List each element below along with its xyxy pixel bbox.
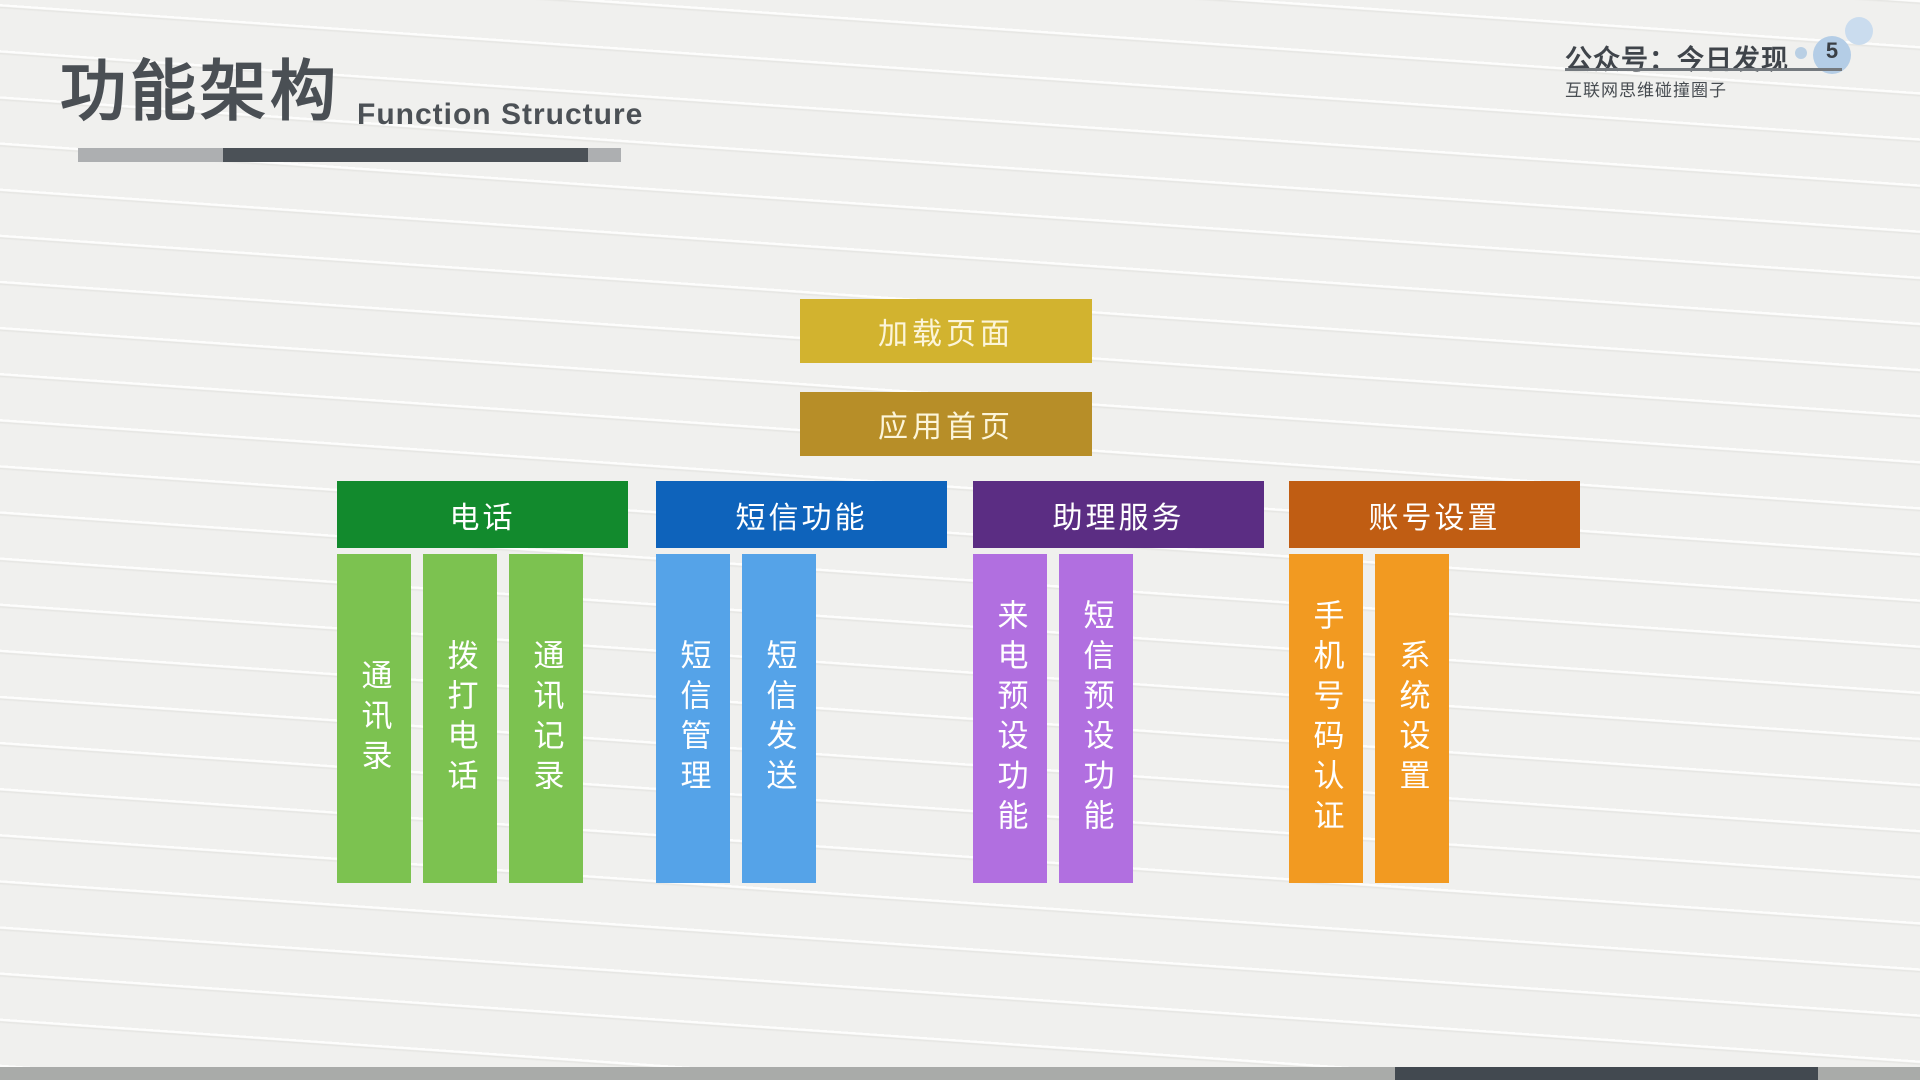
group-item: 手机号码认证	[1289, 554, 1363, 883]
diagram-group-phone: 电话 通讯录 拨打电话 通讯记录	[337, 481, 628, 883]
group-item: 短信发送	[742, 554, 816, 883]
brand-block: 公众号：今日发现 互联网思维碰撞圈子 5	[1540, 0, 1920, 110]
group-item: 系统设置	[1375, 554, 1449, 883]
diagram-group-sms: 短信功能 短信管理 短信发送	[656, 481, 947, 883]
footer-bar	[0, 1067, 1920, 1080]
node-app-home: 应用首页	[800, 392, 1092, 456]
decor-bubble-small-icon	[1795, 47, 1807, 59]
group-item: 通讯记录	[509, 554, 583, 883]
group-header: 助理服务	[973, 481, 1264, 548]
group-item: 通讯录	[337, 554, 411, 883]
brand-underline	[1565, 68, 1842, 71]
brand-tagline: 互联网思维碰撞圈子	[1565, 81, 1727, 100]
diagram-group-account: 账号设置 手机号码认证 系统设置	[1289, 481, 1580, 883]
page-title: 功能架构	[60, 54, 340, 128]
footer-bar-dark-segment	[1395, 1067, 1818, 1080]
group-item: 拨打电话	[423, 554, 497, 883]
group-header: 电话	[337, 481, 628, 548]
page-number: 5	[1825, 38, 1839, 63]
page-number-bubble-icon	[1813, 36, 1851, 74]
group-item: 来电预设功能	[973, 554, 1047, 883]
group-item: 短信管理	[656, 554, 730, 883]
title-underline	[78, 148, 621, 162]
diagram-group-assistant: 助理服务 来电预设功能 短信预设功能	[973, 481, 1264, 883]
title-underline-segment-light	[78, 148, 223, 162]
decor-bubble-large-icon	[1845, 17, 1873, 45]
brand-account-label: 公众号：今日发现	[1565, 45, 1789, 75]
group-item: 短信预设功能	[1059, 554, 1133, 883]
group-header: 短信功能	[656, 481, 947, 548]
group-header: 账号设置	[1289, 481, 1580, 548]
page-subtitle: Function Structure	[357, 98, 644, 131]
node-loading-page: 加载页面	[800, 299, 1092, 363]
title-underline-segment-tail	[588, 148, 621, 162]
title-underline-segment-dark	[223, 148, 588, 162]
